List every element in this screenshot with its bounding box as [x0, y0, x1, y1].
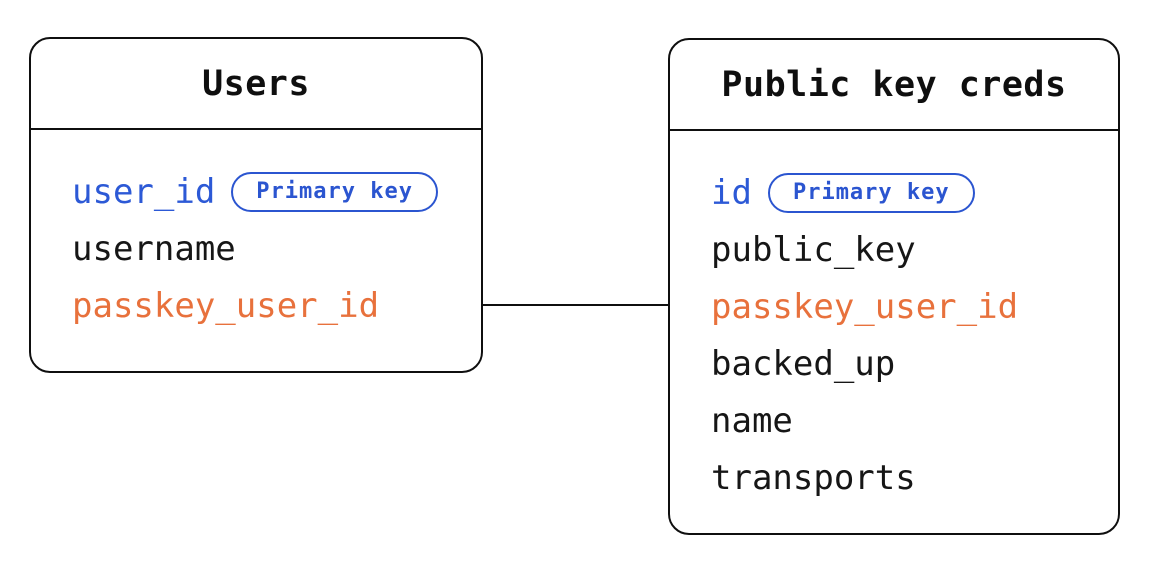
field-name-passkey-user-id: passkey_user_id — [72, 285, 380, 326]
table-public-key-creds-title: Public key creds — [721, 64, 1067, 105]
field-row-passkey-user-id: passkey_user_id — [72, 277, 481, 334]
relationship-line — [483, 304, 668, 306]
field-row-transports: transports — [711, 449, 1118, 506]
field-name-user-id: user_id — [72, 171, 216, 212]
field-row-passkey-user-id: passkey_user_id — [711, 278, 1118, 335]
field-row-public-key: public_key — [711, 221, 1118, 278]
field-name-username: username — [72, 228, 236, 269]
field-name-id: id — [711, 172, 752, 213]
field-name-passkey-user-id: passkey_user_id — [711, 286, 1019, 327]
field-row-backed-up: backed_up — [711, 335, 1118, 392]
field-row-id: id Primary key — [711, 164, 1118, 221]
field-name-name: name — [711, 400, 793, 441]
field-row-user-id: user_id Primary key — [72, 163, 481, 220]
table-users-header: Users — [31, 39, 481, 130]
primary-key-badge-label: Primary key — [256, 179, 413, 204]
field-name-public-key: public_key — [711, 229, 916, 270]
table-users: Users user_id Primary key username passk… — [29, 37, 483, 373]
field-name-transports: transports — [711, 457, 916, 498]
field-row-username: username — [72, 220, 481, 277]
table-users-title: Users — [202, 63, 310, 104]
primary-key-badge: Primary key — [767, 172, 975, 213]
table-public-key-creds: Public key creds id Primary key public_k… — [668, 38, 1120, 535]
table-users-fields: user_id Primary key username passkey_use… — [31, 130, 481, 334]
primary-key-badge-label: Primary key — [792, 180, 950, 205]
primary-key-badge: Primary key — [231, 171, 438, 212]
table-public-key-creds-header: Public key creds — [670, 40, 1118, 131]
field-row-name: name — [711, 392, 1118, 449]
field-name-backed-up: backed_up — [711, 343, 896, 384]
table-public-key-creds-fields: id Primary key public_key passkey_user_i… — [670, 131, 1118, 506]
